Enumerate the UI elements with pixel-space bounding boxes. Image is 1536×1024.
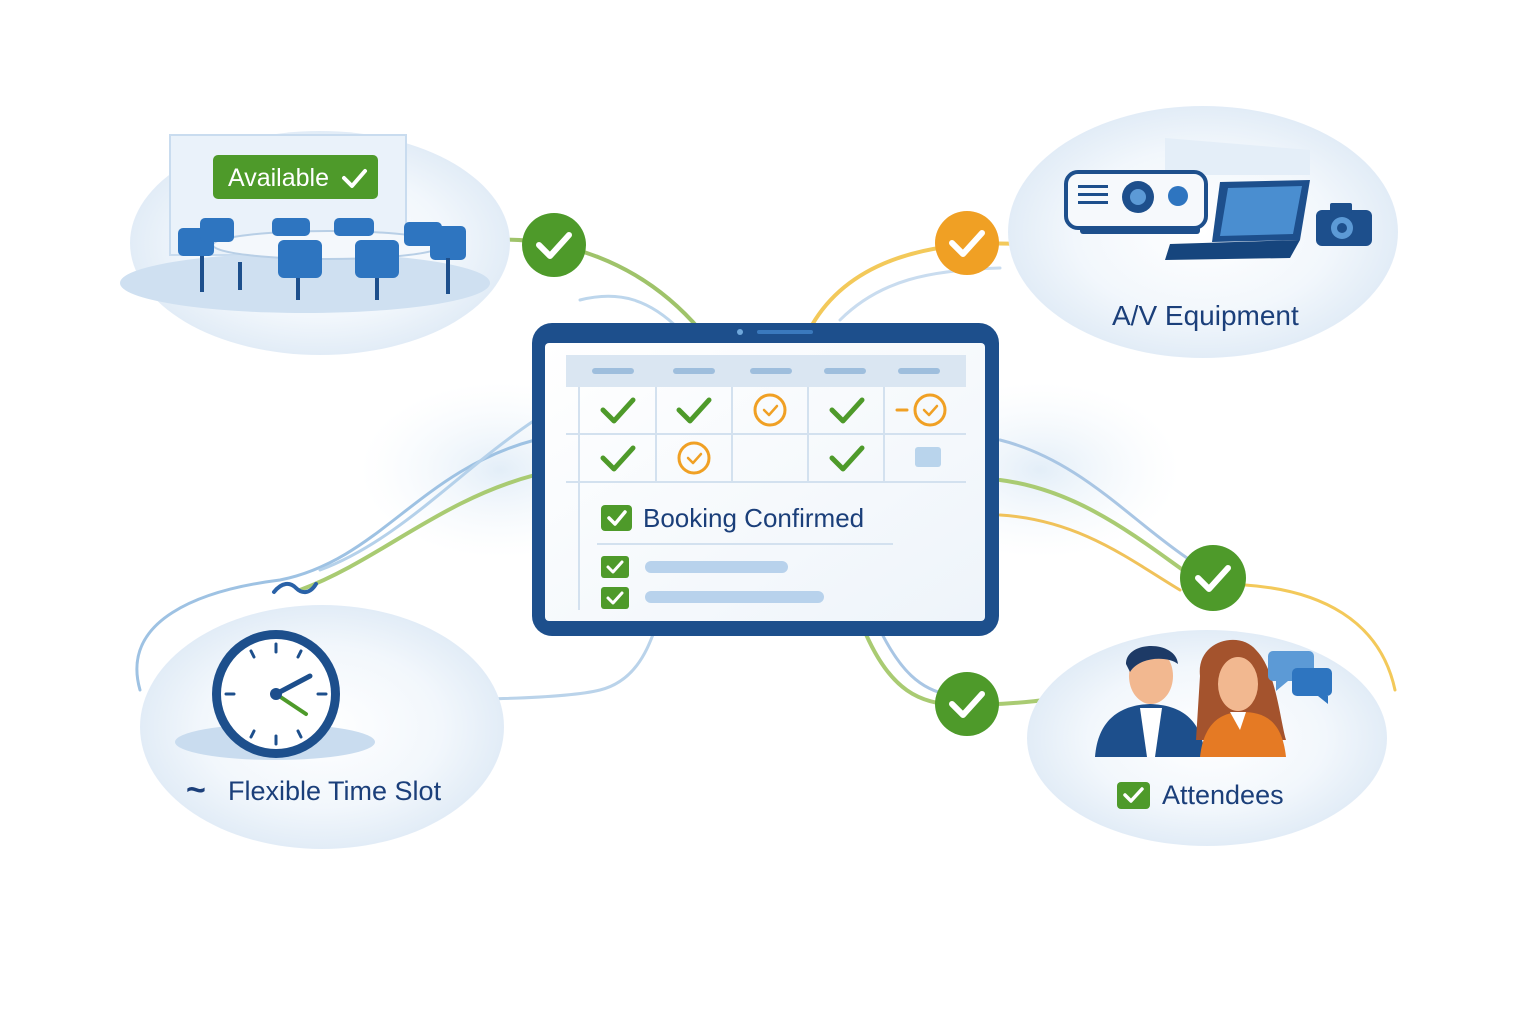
grid-cell-placeholder [915, 447, 941, 467]
woman-avatar-icon [1196, 639, 1286, 757]
schedule-grid-cells [600, 393, 947, 475]
item-placeholder-bar [645, 591, 824, 603]
check-icon [536, 232, 572, 259]
connector-attendees-4 [1243, 583, 1397, 692]
tablet-speaker [757, 330, 813, 334]
check-badge-attendees [1180, 545, 1246, 611]
connector-attendees-3 [998, 513, 1182, 592]
check-icon [342, 169, 367, 188]
connector-attendees-1 [998, 438, 1192, 562]
attendees-label: Attendees [1162, 780, 1284, 810]
time-prefix: ~ [186, 771, 206, 809]
check-icon [600, 397, 636, 424]
booking-tablet: Booking Confirmed [532, 323, 999, 636]
placeholder-square [915, 447, 941, 467]
check-icon [600, 445, 636, 472]
grid-cell-check [676, 397, 712, 424]
grid-lines [566, 387, 966, 610]
clock-icon [212, 630, 340, 758]
connector-time-3 [318, 418, 537, 572]
check-icon [607, 510, 627, 526]
grid-cell-pending [753, 393, 787, 427]
item-check-box [601, 587, 629, 609]
meeting-room-bubble: Available [120, 131, 510, 355]
item-placeholder-bar [645, 561, 788, 573]
grid-cell-check [829, 397, 865, 424]
pending-check-mark [686, 452, 703, 465]
check-icon [949, 691, 985, 718]
time-slot-bubble: ~ Flexible Time Slot [140, 605, 504, 849]
check-icon [1123, 787, 1144, 803]
item-check-box [601, 556, 629, 578]
grid-cell-check [600, 397, 636, 424]
attendees-bubble: Attendees [1027, 630, 1387, 846]
laptop-icon [1165, 180, 1310, 260]
connector-time-1 [135, 438, 537, 692]
man-avatar-icon [1095, 646, 1205, 757]
grid-cell-check [829, 445, 865, 472]
check-icon [1195, 565, 1231, 592]
check-badge-equipment [935, 211, 999, 275]
chair-icon [178, 218, 466, 300]
pending-clock-icon [677, 441, 711, 475]
time-label: Flexible Time Slot [228, 776, 442, 806]
connector-room [486, 237, 702, 332]
connector-bottom-right-blue [878, 628, 952, 697]
grid-cell-check [600, 445, 636, 472]
booking-status: Booking Confirmed [643, 503, 864, 533]
attendees-check-box [1117, 782, 1150, 809]
grid-header-bars [592, 368, 940, 374]
check-icon [829, 397, 865, 424]
check-icon [676, 397, 712, 424]
chat-bubbles-icon [1268, 651, 1332, 704]
connector-attendees-2 [998, 478, 1192, 577]
equipment-bubble: A/V Equipment [1008, 106, 1398, 358]
booking-confirmed-check-box [601, 505, 632, 531]
equipment-label: A/V Equipment [1112, 300, 1299, 331]
projector-beam [1165, 138, 1310, 175]
available-label: Available [228, 164, 329, 192]
pending-check-mark [762, 404, 779, 417]
grid-cell-pending [677, 441, 711, 475]
check-badge-bottom [935, 672, 999, 736]
camera-icon [1316, 203, 1372, 246]
pending-clock-icon [913, 393, 947, 427]
connector-room-blue [578, 294, 682, 332]
pending-clock-icon [753, 393, 787, 427]
tablet-camera [737, 329, 743, 335]
check-icon [829, 445, 865, 472]
check-icon [606, 591, 624, 605]
grid-cell-dash-pending [895, 393, 947, 427]
projector-icon [1064, 170, 1208, 234]
pending-check-mark [922, 404, 939, 417]
connector-time-2 [298, 473, 537, 592]
check-icon [949, 230, 985, 257]
tilde-mark [272, 581, 318, 595]
check-badge-room [522, 213, 586, 277]
check-icon [606, 560, 624, 574]
available-badge [213, 155, 378, 199]
